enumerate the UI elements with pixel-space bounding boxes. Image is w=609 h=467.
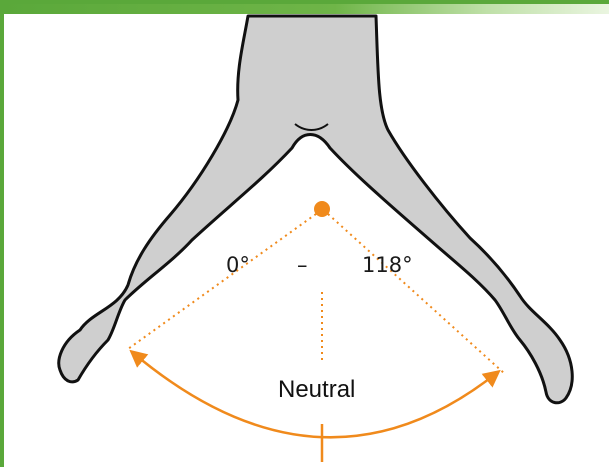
left-limb-line [127, 213, 317, 350]
legs-silhouette [57, 14, 574, 405]
neutral-label: Neutral [278, 376, 355, 403]
end-angle-label: 118° [362, 253, 413, 277]
pivot-point [314, 201, 330, 217]
groin-fold [294, 123, 329, 131]
angle-separator: – [297, 253, 308, 277]
right-limb-line [327, 213, 506, 375]
range-of-motion-arc [129, 349, 501, 439]
start-angle-label: 0° [226, 253, 250, 277]
